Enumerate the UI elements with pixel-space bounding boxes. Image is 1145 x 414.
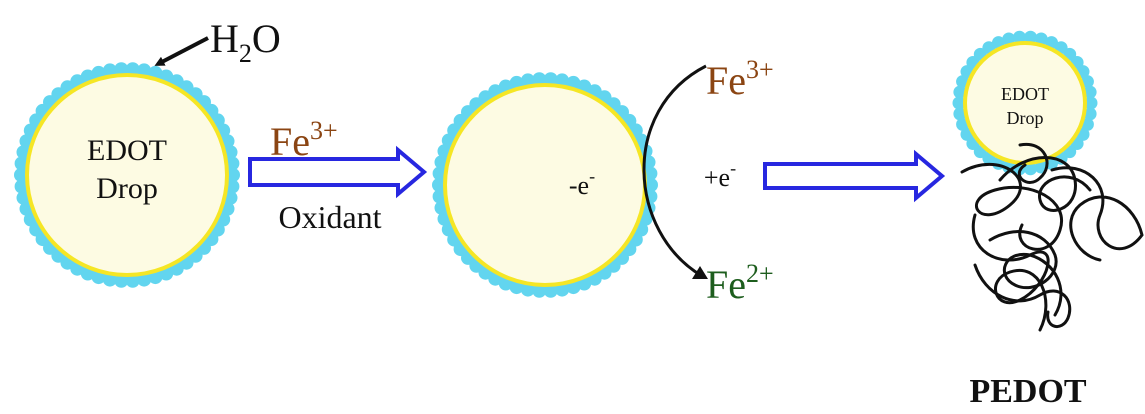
fe3-ion-label-1: Fe3+ [270,116,338,164]
polymer-chain-1 [960,162,1064,251]
water-bead [1002,32,1016,46]
polymer-chain-2 [1050,166,1144,262]
oxidant-step: Fe3+ Oxidant [248,116,428,235]
edot-drop-2: -e- [432,72,658,298]
electron-gain-label: +e- [704,158,736,192]
water-bead [226,168,240,182]
water-bead [1084,96,1098,110]
polymer-chain-7 [1017,142,1049,184]
water-bead [532,72,547,87]
water-label: H2O [210,16,281,68]
drop-label-1-line1: EDOT [87,134,167,167]
polymer-chain-5 [988,230,1063,317]
pedot-polymer-tangle [960,142,1144,332]
drop-core-2 [443,83,647,287]
water-bead [432,166,447,181]
water-bead [14,179,29,194]
fe2-ion-label: Fe2+ [706,259,774,307]
water-bead [225,179,240,194]
redox-exchange: Fe3+ Fe2+ +e- [642,55,774,307]
water-bead [1083,107,1097,121]
water-bead [953,85,967,99]
water-bead [543,72,558,87]
water-bead [102,63,117,78]
drop-label-3-line2: Drop [1007,108,1044,128]
polymer-chain-4 [998,156,1092,212]
water-bead [1083,85,1097,99]
water-bead [102,272,117,287]
edot-drop-3: EDOT Drop [952,30,1098,176]
polymerization-arrow [763,149,946,203]
redox-curve-arrow [642,64,707,278]
water-pointer-arrow [154,36,209,66]
oxidant-arrow [248,145,428,199]
water-bead [1024,162,1037,176]
water-bead [953,107,967,121]
water-bead [1024,30,1037,44]
water-bead [555,73,570,88]
drop-label-1-line2: Drop [96,172,158,205]
water-bead [114,62,129,77]
water-bead [137,63,152,78]
water-bead [137,272,152,287]
edot-drop-1: EDOT Drop [14,62,240,288]
water-bead [125,273,140,288]
water-bead [125,62,140,77]
polymer-chain-6 [973,263,1072,328]
oxidant-caption: Oxidant [278,199,381,235]
water-bead [952,96,966,110]
water-annotation: H2O [154,16,281,68]
water-bead [543,283,558,298]
water-bead [432,189,447,204]
water-bead [432,178,446,192]
electron-loss-label: -e- [569,166,595,200]
drop-label-3-line1: EDOT [1001,84,1049,104]
drop-core-1 [25,73,229,277]
water-bead [520,282,535,297]
water-bead [1034,32,1048,46]
water-bead [225,156,240,171]
water-bead [14,168,28,182]
pedot-label: PEDOT [969,373,1086,410]
water-bead [1013,30,1026,44]
water-bead [532,283,547,298]
water-bead [643,166,658,181]
water-bead [520,73,535,88]
water-bead [114,273,129,288]
water-bead [644,178,658,192]
fe3-ion-label-2: Fe3+ [706,55,774,103]
water-bead [14,156,29,171]
redox-arrowhead [692,266,708,279]
water-bead [555,282,570,297]
water-bead-shell-1 [14,62,240,288]
